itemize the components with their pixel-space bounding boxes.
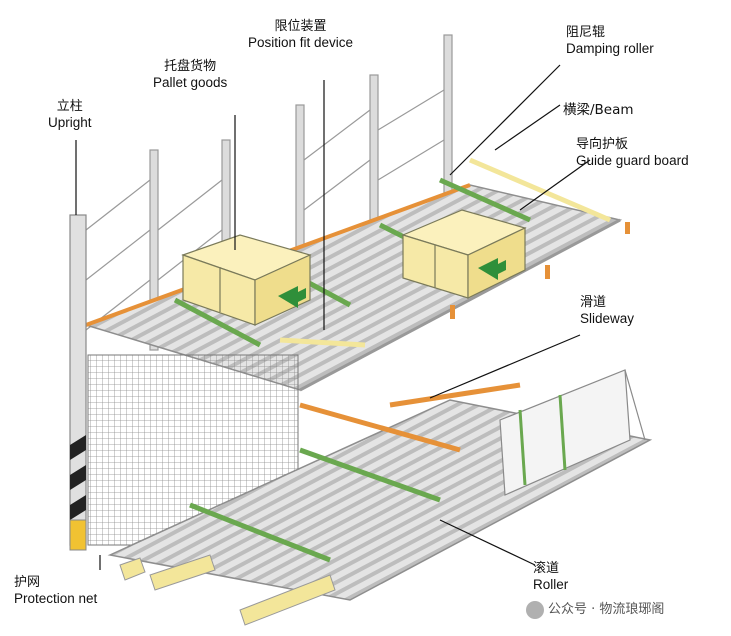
roller-zh: 滚道 [533,561,560,576]
label-pallet-goods: 托盘货物 Pallet goods [153,59,228,90]
position-fit-zh: 限位装置 [274,19,327,34]
guide-guard-zh: 导向护板 [576,137,629,152]
damping-roller-en: Damping roller [566,40,654,56]
guide-guard-en: Guide guard board [576,152,689,168]
damping-roller-zh: 阻尼辊 [566,25,606,40]
watermark: 公众号 · 物流琅琊阁 [526,598,664,619]
protection-net-zh: 护网 [14,575,41,590]
pallet-goods-zh: 托盘货物 [164,59,217,74]
upright-en: Upright [48,114,92,130]
orange-brackets [450,222,630,319]
upright-frames [85,34,453,351]
roller-en: Roller [533,576,569,592]
leader-lines [75,64,591,570]
position-fit-en: Position fit device [248,34,354,50]
guide-guard-board [499,369,646,496]
label-guide-guard: 导向护板 Guide guard board [576,137,689,168]
pallet-goods-en: Pallet goods [153,74,228,90]
front-upright [69,214,87,551]
pallet-box-right [401,209,527,299]
wechat-logo-icon [526,600,544,619]
label-upright: 立柱 Upright [48,99,92,130]
label-damping-roller: 阻尼辊 Damping roller [566,25,654,56]
upright-zh: 立柱 [56,99,83,114]
label-slideway: 滑道 Slideway [580,295,635,326]
label-protection-net: 护网 Protection net [14,575,98,606]
slideway-en: Slideway [580,310,635,326]
label-roller: 滚道 Roller [533,561,569,592]
watermark-text: 公众号 · 物流琅琊阁 [548,602,665,617]
slideway-zh: 滑道 [580,295,607,310]
protection-net-en: Protection net [14,590,98,606]
beam-bars [279,157,611,348]
label-position-fit: 限位装置 Position fit device [248,19,354,50]
label-beam: 横梁/Beam [563,102,634,118]
pallet-box-left [181,234,312,326]
